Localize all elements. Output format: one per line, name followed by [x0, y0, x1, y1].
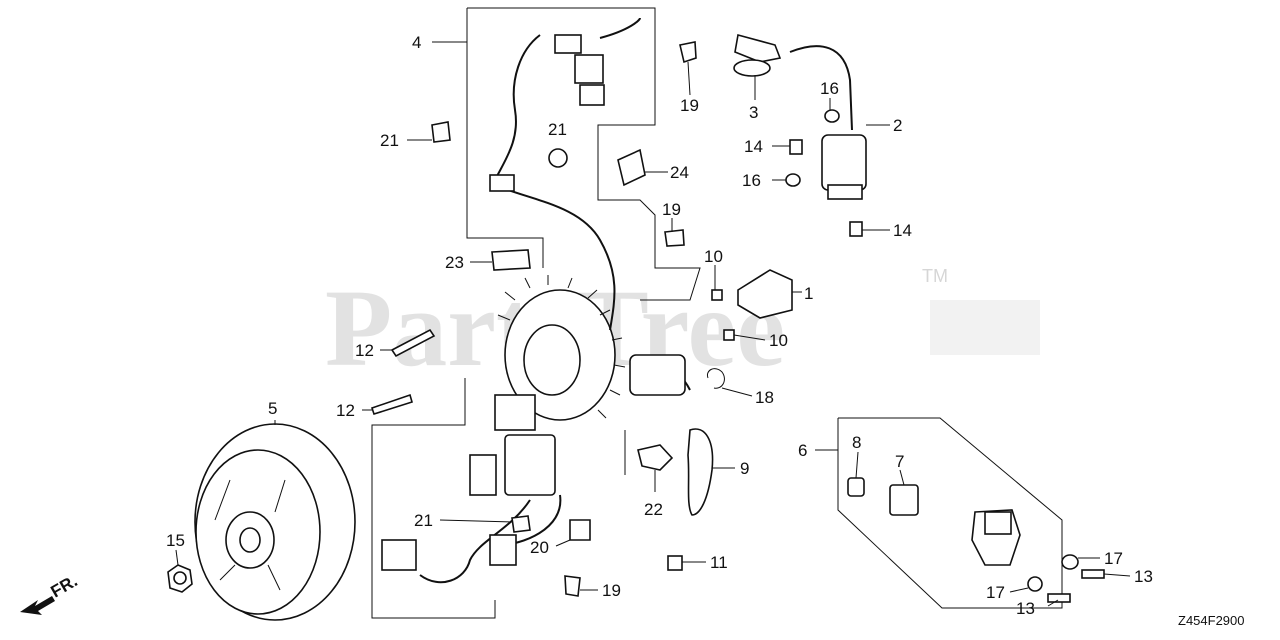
wire-band-part [706, 368, 725, 389]
callout-5: 5 [268, 399, 277, 418]
callout-24: 24 [670, 163, 689, 182]
callout-9: 9 [740, 459, 749, 478]
callout-14-lower: 14 [893, 221, 912, 240]
callout-13-lower: 13 [1016, 599, 1035, 618]
watermark-dot-pattern [930, 300, 1040, 355]
callout-4: 4 [412, 33, 421, 52]
callout-6: 6 [798, 441, 807, 460]
flywheel-part [194, 423, 356, 621]
wire-clip-part [637, 444, 674, 471]
callout-19-top: 19 [680, 96, 699, 115]
callout-19-bottom: 19 [602, 581, 621, 600]
callout-23: 23 [445, 253, 464, 272]
callout-21-left: 21 [380, 131, 399, 150]
callout-3: 3 [749, 103, 758, 122]
callout-8: 8 [852, 433, 861, 452]
callout-17-right: 17 [1104, 549, 1123, 568]
bolt-part [370, 139, 863, 571]
switch-assembly-part [847, 477, 1021, 566]
callout-7: 7 [895, 452, 904, 471]
rectifier-block-part [469, 394, 556, 496]
leader-lines [175, 41, 1131, 607]
wire-harness-part [381, 17, 691, 584]
clip-parts [431, 41, 697, 597]
washer-part [1027, 554, 1079, 592]
protector-tube-part [687, 428, 714, 516]
ignition-coil-part [789, 45, 867, 200]
front-direction-marker: FR. [20, 571, 81, 615]
harness-bracket-left [466, 8, 544, 268]
callout-16-lower: 16 [742, 171, 761, 190]
callout-22: 22 [644, 500, 663, 519]
nut-part [785, 109, 840, 187]
callout-labels: 1 2 3 4 5 6 7 8 9 10 10 11 12 12 13 13 1… [166, 33, 1153, 618]
harness-bracket-outline [467, 7, 701, 301]
callout-1: 1 [804, 284, 813, 303]
callout-15: 15 [166, 531, 185, 550]
front-arrow-icon [20, 596, 55, 615]
callout-11: 11 [710, 553, 728, 572]
callout-12-upper: 12 [355, 341, 374, 360]
callout-2: 2 [893, 116, 902, 135]
callout-21-lower: 21 [414, 511, 433, 530]
spark-plug-cap-part [733, 33, 782, 77]
callout-17-lower: 17 [986, 583, 1005, 602]
callout-13-right: 13 [1134, 567, 1153, 586]
stator-bracket-outline [371, 378, 496, 619]
control-module-part [737, 269, 793, 319]
drawing-code: Z454F2900 [1178, 613, 1245, 628]
callout-19-middle: 19 [662, 200, 681, 219]
callout-14-upper: 14 [744, 137, 763, 156]
switch-assy-bracket [837, 417, 1063, 609]
watermark-trademark: TM [922, 266, 948, 286]
callout-10-upper: 10 [704, 247, 723, 266]
callout-12-lower: 12 [336, 401, 355, 420]
stator-part [497, 275, 626, 421]
callout-20: 20 [530, 538, 549, 557]
screw-part [1047, 569, 1105, 603]
callout-16-upper: 16 [820, 79, 839, 98]
callout-21-center: 21 [548, 120, 567, 139]
flange-nut-part [167, 564, 193, 593]
callout-18: 18 [755, 388, 774, 407]
callout-10-lower: 10 [769, 331, 788, 350]
